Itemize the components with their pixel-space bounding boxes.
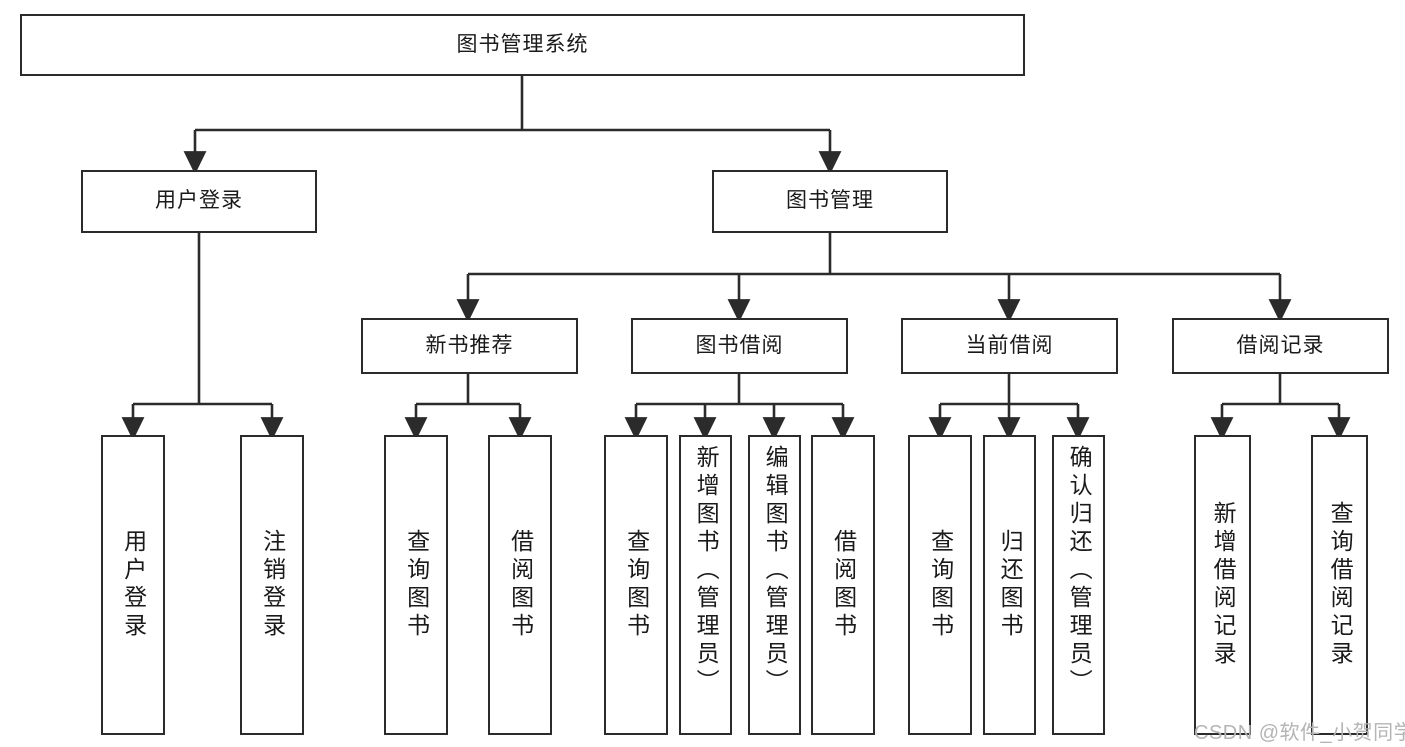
node-leaf-edit-book-admin-label: 编辑图书（管理员） (762, 445, 789, 697)
node-leaf-confirm-return-admin[interactable]: 确认归还（管理员） (1052, 435, 1105, 735)
node-root[interactable]: 图书管理系统 (20, 14, 1025, 76)
node-leaf-user-login-label: 用户登录 (120, 529, 147, 641)
node-leaf-borrow-book-1[interactable]: 借阅图书 (488, 435, 552, 735)
node-leaf-query-book-3-label: 查询图书 (927, 529, 954, 641)
node-leaf-return-book-label: 归还图书 (997, 529, 1024, 641)
node-leaf-query-book-2[interactable]: 查询图书 (604, 435, 668, 735)
node-leaf-add-book-admin[interactable]: 新增图书（管理员） (679, 435, 732, 735)
node-leaf-confirm-return-admin-label: 确认归还（管理员） (1066, 445, 1093, 697)
node-book-manage-label: 图书管理 (786, 189, 874, 213)
node-leaf-query-borrow-record[interactable]: 查询借阅记录 (1311, 435, 1368, 735)
node-leaf-query-book-1[interactable]: 查询图书 (384, 435, 448, 735)
node-leaf-query-borrow-record-label: 查询借阅记录 (1327, 501, 1354, 669)
node-leaf-borrow-book-2[interactable]: 借阅图书 (811, 435, 875, 735)
node-root-label: 图书管理系统 (456, 32, 589, 56)
node-leaf-borrow-book-1-label: 借阅图书 (507, 529, 534, 641)
node-leaf-add-book-admin-label: 新增图书（管理员） (693, 445, 720, 697)
node-leaf-query-book-3[interactable]: 查询图书 (908, 435, 972, 735)
node-leaf-add-borrow-record[interactable]: 新增借阅记录 (1194, 435, 1251, 735)
node-user-login-label: 用户登录 (155, 189, 243, 213)
node-leaf-query-book-1-label: 查询图书 (403, 529, 430, 641)
node-leaf-add-borrow-record-label: 新增借阅记录 (1210, 501, 1237, 669)
node-book-borrow-label: 图书借阅 (695, 333, 784, 357)
node-leaf-logout-label: 注销登录 (259, 529, 286, 641)
node-leaf-query-book-2-label: 查询图书 (623, 529, 650, 641)
node-leaf-edit-book-admin[interactable]: 编辑图书（管理员） (748, 435, 801, 735)
node-borrow-record[interactable]: 借阅记录 (1172, 318, 1389, 374)
node-user-login[interactable]: 用户登录 (81, 170, 317, 233)
node-leaf-return-book[interactable]: 归还图书 (983, 435, 1036, 735)
node-current-borrow[interactable]: 当前借阅 (901, 318, 1118, 374)
node-new-book-recommend-label: 新书推荐 (425, 333, 514, 357)
node-new-book-recommend[interactable]: 新书推荐 (361, 318, 578, 374)
node-book-manage[interactable]: 图书管理 (712, 170, 948, 233)
node-leaf-borrow-book-2-label: 借阅图书 (830, 529, 857, 641)
node-borrow-record-label: 借阅记录 (1236, 333, 1325, 357)
node-leaf-user-login[interactable]: 用户登录 (101, 435, 165, 735)
node-book-borrow[interactable]: 图书借阅 (631, 318, 848, 374)
node-leaf-logout[interactable]: 注销登录 (240, 435, 304, 735)
node-current-borrow-label: 当前借阅 (965, 333, 1054, 357)
